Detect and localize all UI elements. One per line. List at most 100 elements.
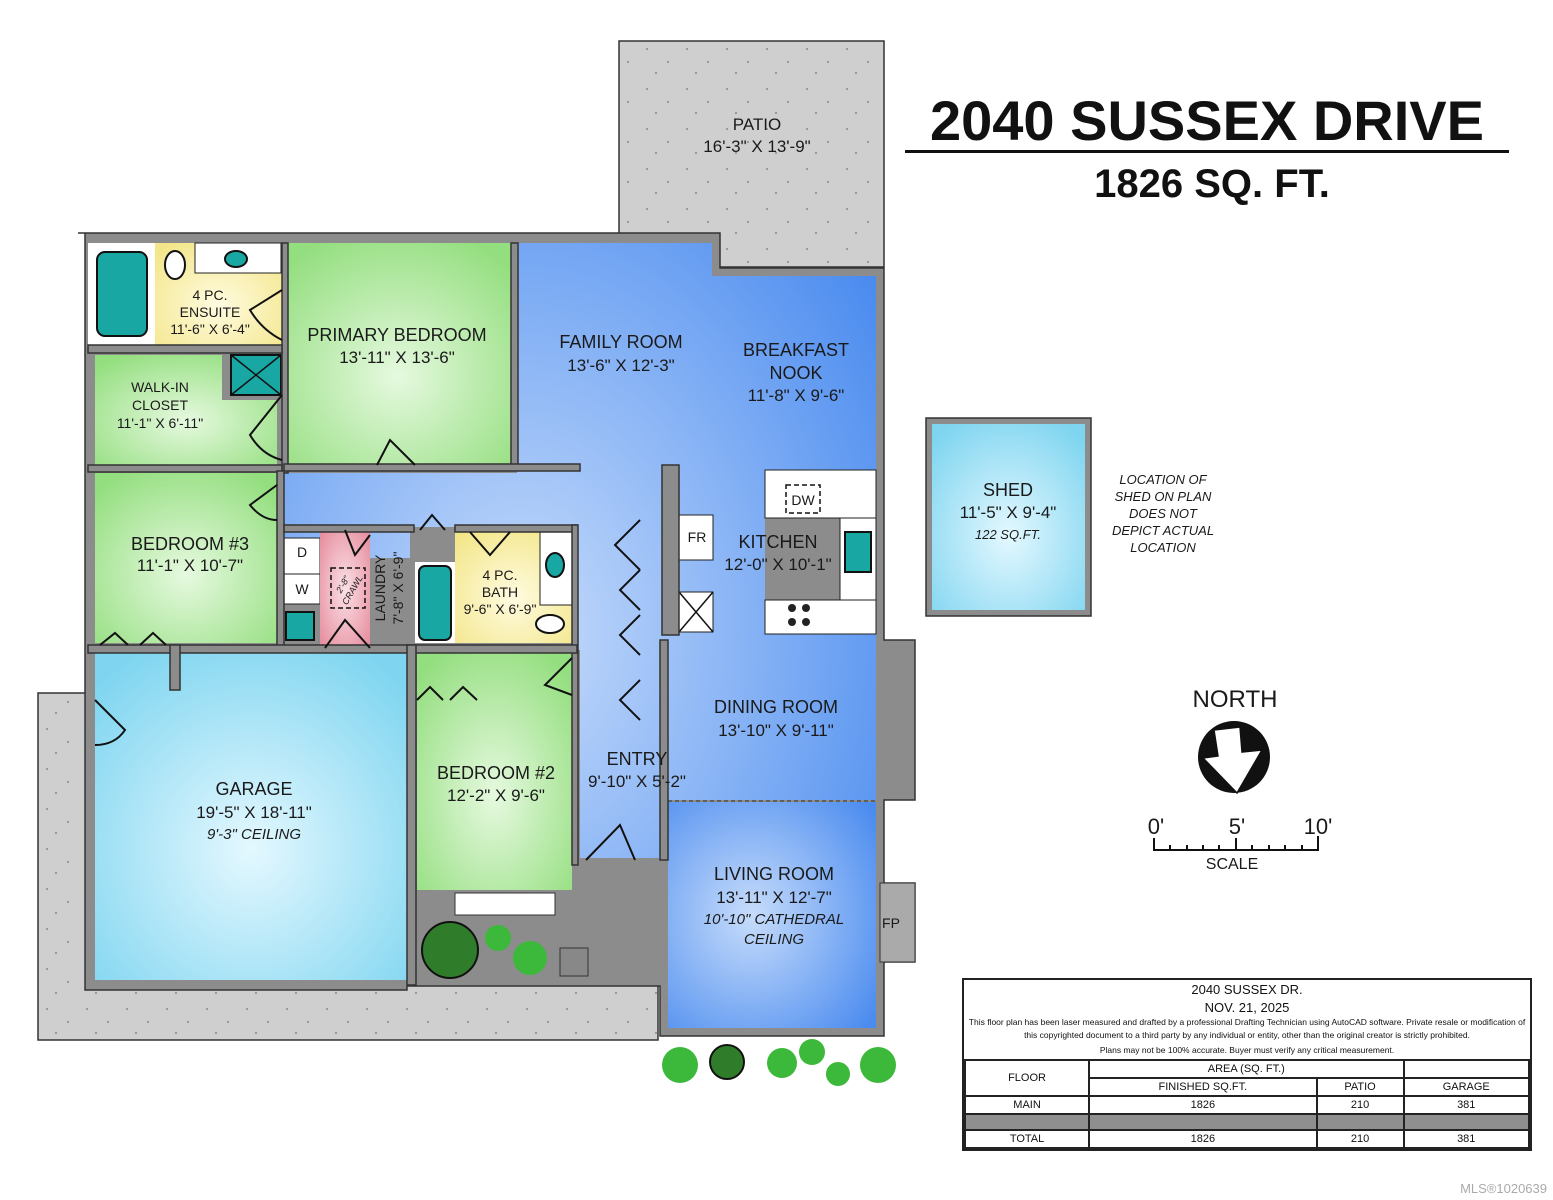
info-address: 2040 SUSSEX DR. — [1191, 982, 1303, 997]
sink-icon — [545, 552, 565, 578]
kitchen-dims: 12'-0" X 10'-1" — [724, 555, 831, 574]
bedroom-3-room — [95, 473, 277, 643]
kitchen-sink — [844, 531, 872, 573]
shed-note-line: LOCATION OF — [1119, 472, 1207, 487]
property-title: 2040 SUSSEX DRIVE — [930, 89, 1484, 152]
bath-dims: 9'-6" X 6'-9" — [464, 601, 537, 617]
cell: MAIN — [963, 1095, 1091, 1115]
shed-note: LOCATION OF SHED ON PLAN DOES NOT DEPICT… — [1112, 472, 1214, 555]
garage-room — [95, 653, 407, 980]
cell: 1826 — [1088, 1129, 1318, 1149]
shed-note-line: DEPICT ACTUAL — [1112, 523, 1214, 538]
spacer-row — [963, 1113, 1530, 1131]
dryer-label: D — [297, 544, 307, 560]
fireplace-label: FP — [882, 915, 900, 931]
dining-room-dims: 13'-10" X 9'-11" — [718, 721, 834, 740]
bedroom-3-dims: 11'-1" X 10'-7" — [137, 556, 243, 575]
living-room-area — [668, 802, 876, 1028]
family-room-label: FAMILY ROOM — [559, 332, 682, 352]
living-room-label: LIVING ROOM — [714, 864, 834, 884]
north-label: NORTH — [1193, 686, 1278, 713]
col-patio: PATIO — [1315, 1077, 1405, 1097]
shed-label: SHED — [983, 480, 1033, 500]
shower-cross-icon — [230, 354, 282, 396]
primary-bedroom-room — [284, 243, 511, 465]
door-swings — [94, 289, 1088, 861]
laundry-label: LAUNDRY — [372, 554, 388, 621]
dishwasher-label: DW — [791, 492, 815, 508]
cell: 210 — [1315, 1095, 1405, 1115]
living-room-dims: 13'-11" X 12'-7" — [716, 888, 832, 907]
laundry-dims: 7'-8" X 6'-9" — [390, 552, 406, 625]
dishwasher — [785, 484, 821, 514]
bedroom-3-label: BEDROOM #3 — [131, 534, 249, 554]
garage-label: GARAGE — [215, 779, 292, 799]
nook-label: BREAKFAST — [743, 340, 849, 360]
living-room-ceiling-2: CEILING — [744, 931, 804, 948]
patio-label: PATIO — [733, 115, 782, 134]
patio-dims: 16'-3" X 13'-9" — [703, 137, 810, 156]
bath-label: 4 PC. — [482, 567, 517, 583]
laundry-room — [320, 530, 370, 648]
patio-slab — [618, 40, 885, 268]
primary-bedroom-label: PRIMARY BEDROOM — [307, 325, 486, 345]
area-header: AREA (SQ. FT.) — [1088, 1059, 1405, 1079]
bath-label-2: BATH — [482, 584, 518, 600]
laundry-sink — [285, 611, 315, 641]
entry-label: ENTRY — [607, 749, 668, 769]
info-accuracy: Plans may not be 100% accurate. Buyer mu… — [1099, 1045, 1395, 1055]
info-table: 2040 SUSSEX DR. NOV. 21, 2025 This floor… — [962, 978, 1532, 1151]
cell: 210 — [1315, 1129, 1405, 1149]
bedroom-2-dims: 12'-2" X 9'-6" — [447, 786, 545, 805]
ensuite-label-2: ENSUITE — [180, 304, 241, 320]
shed-room — [932, 424, 1085, 610]
closet-label-2: CLOSET — [132, 397, 188, 413]
scale-tick-0: 0' — [1148, 814, 1164, 839]
scale-bar — [1153, 836, 1319, 851]
shed-dims: 11'-5" X 9'-4" — [960, 503, 1057, 522]
dining-room-label: DINING ROOM — [714, 697, 838, 717]
toilet-icon — [535, 614, 565, 634]
bedroom-2-label: BEDROOM #2 — [437, 763, 555, 783]
ensuite-dims: 11'-6" X 6'-4" — [170, 321, 250, 337]
nook-label-2: NOOK — [769, 363, 822, 383]
crawl-hatch — [330, 567, 366, 609]
washer-label: W — [295, 581, 309, 597]
cell: 381 — [1402, 1095, 1530, 1115]
family-room-dims: 13'-6" X 12'-3" — [567, 356, 674, 375]
fridge-label: FR — [688, 529, 707, 545]
primary-bedroom-dims: 13'-11" X 13'-6" — [339, 348, 455, 367]
open-living-area — [284, 243, 876, 1028]
fireplace — [879, 882, 916, 963]
scale-tick-5: 5' — [1229, 814, 1245, 839]
living-room-ceiling: 10'-10" CATHEDRAL — [704, 911, 844, 928]
walk-in-closet-room — [95, 355, 277, 465]
nook-dims: 11'-8" X 9'-6" — [748, 386, 845, 405]
bedroom-2-room — [417, 653, 572, 890]
floor-header: FLOOR — [963, 1059, 1091, 1097]
fridge — [678, 514, 714, 561]
cell: TOTAL — [963, 1129, 1091, 1149]
col-garage: GARAGE — [1402, 1077, 1530, 1097]
washer — [283, 573, 321, 605]
mls-watermark: MLS®1020639 — [1460, 1181, 1547, 1196]
blank-header — [1402, 1059, 1530, 1079]
porch-step — [454, 892, 556, 916]
cell: 1826 — [1088, 1095, 1318, 1115]
info-disclaimer: This floor plan has been laser measured … — [968, 1017, 1526, 1040]
garage-ceiling: 9'-3" CEILING — [207, 826, 301, 843]
tub — [96, 251, 148, 337]
bath-tub — [418, 565, 452, 641]
interior-walls — [87, 242, 680, 986]
title-underline — [905, 150, 1509, 153]
pantry-cross-icon — [678, 591, 714, 633]
info-date: NOV. 21, 2025 — [1204, 1000, 1290, 1015]
garage-dims: 19'-5" X 18'-11" — [196, 803, 312, 822]
stove-icon — [788, 604, 810, 626]
shed-area: 122 SQ.FT. — [975, 527, 1041, 542]
closet-label: WALK-IN — [131, 379, 189, 395]
dryer — [283, 537, 321, 575]
